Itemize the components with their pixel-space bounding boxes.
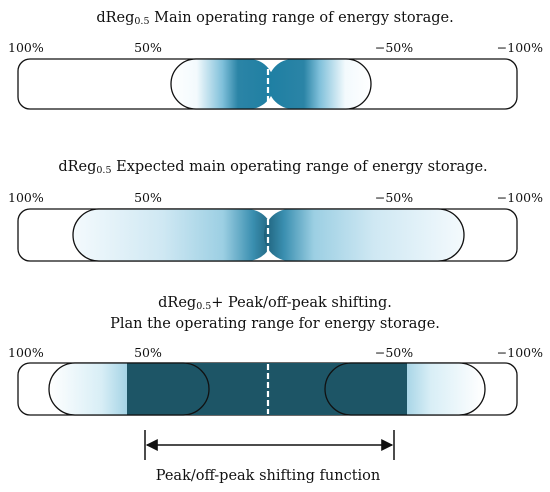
panel-1-range-outline <box>170 58 372 110</box>
panel-2-tick-minus50: −50% <box>375 190 413 205</box>
panel-3-capsule-left-outline <box>48 362 210 416</box>
panel-1-tick-minus50: −50% <box>375 40 413 55</box>
panel-1: dReg0.5 Main operating range of energy s… <box>8 10 543 110</box>
panel-3-title-subscript: 0.5 <box>196 301 211 312</box>
panel-3: dReg0.5+ Peak/off-peak shifting. Plan th… <box>8 295 543 416</box>
panel-2-range-left <box>73 209 273 261</box>
panel-2-range-outline <box>72 208 465 262</box>
panel-3-tick-minus100: −100% <box>497 345 543 360</box>
panel-3-title: dReg0.5+ Peak/off-peak shifting. <box>158 295 392 312</box>
panel-2-title-prefix: dReg <box>58 159 96 175</box>
panel-3-tick-50: 50% <box>134 345 162 360</box>
panel-2: dReg0.5 Expected main operating range of… <box>8 159 543 262</box>
panel-1-tick-50: 50% <box>134 40 162 55</box>
panel-1-range-right <box>268 59 371 109</box>
panel-3-title-line2: Plan the operating range for energy stor… <box>110 316 440 332</box>
panel-1-title-prefix: dReg <box>96 10 134 26</box>
panel-1-title: dReg0.5 Main operating range of energy s… <box>96 10 453 27</box>
panel-3-title-text: + Peak/off-peak shifting. <box>211 295 392 311</box>
panel-2-range-right <box>264 209 464 261</box>
function-label: Peak/off-peak shifting function <box>156 468 381 484</box>
panel-2-tick-50: 50% <box>134 190 162 205</box>
panel-1-tick-minus100: −100% <box>497 40 543 55</box>
panel-3-tick-minus50: −50% <box>375 345 413 360</box>
panel-1-title-text: Main operating range of energy storage. <box>149 10 453 26</box>
panel-3-planned-band <box>127 363 407 415</box>
panel-1-tick-100: 100% <box>8 40 44 55</box>
panel-1-title-subscript: 0.5 <box>134 16 149 27</box>
panel-2-title: dReg0.5 Expected main operating range of… <box>58 159 487 176</box>
panel-2-title-text: Expected main operating range of energy … <box>112 159 488 175</box>
panel-3-title-prefix: dReg <box>158 295 196 311</box>
panel-2-tick-minus100: −100% <box>497 190 543 205</box>
panel-2-tick-100: 100% <box>8 190 44 205</box>
panel-3-capsule-right-outline <box>324 362 486 416</box>
panel-2-title-subscript: 0.5 <box>96 165 111 176</box>
panel-3-tick-100: 100% <box>8 345 44 360</box>
panel-1-range-left <box>171 59 274 109</box>
shifting-function-indicator: Peak/off-peak shifting function <box>144 430 395 484</box>
